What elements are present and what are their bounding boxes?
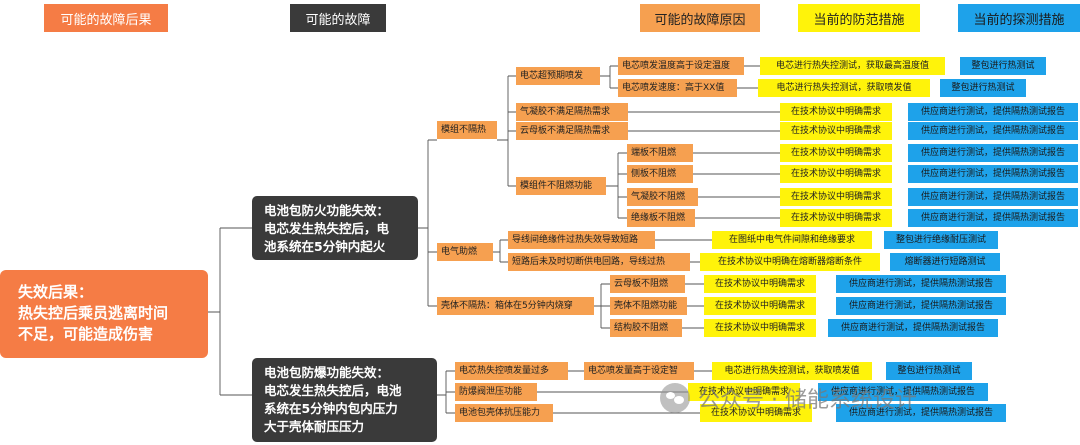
explosion-line-3: 系统在5分钟内包内压力 (264, 401, 398, 416)
root-line-3: 不足，可能造成伤害 (18, 325, 154, 343)
det-supplier-report-7: 供应商进行测试，提供隔热测试报告 (836, 275, 1006, 293)
cause-wire-short: 导线间绝缘件过热失效导致短路 (508, 231, 655, 249)
cause-aerogel-flame: 气凝胶不阻燃 (627, 188, 698, 206)
det-supplier-report-9: 供应商进行测试，提供隔热测试报告 (828, 319, 998, 337)
cause-housing-pressure: 电池包壳体抗压能力 (455, 404, 553, 422)
det-pack-insulation: 整包进行绝缘耐压测试 (884, 231, 998, 249)
det-fuse-test: 熔断器进行短路测试 (890, 253, 1000, 271)
mode-electrical-ignition: 电气助燃 (437, 243, 493, 261)
cause-short-not-cut: 短路后未及时切断供电回路，导线过热 (508, 253, 690, 271)
cause-cell-early-spray: 电芯超预期喷发 (516, 67, 600, 85)
prev-tech-agreement-6: 在技术协议中明确需求 (780, 209, 892, 227)
det-supplier-report-6: 供应商进行测试，提供隔热测试报告 (908, 209, 1078, 227)
det-supplier-report-1: 供应商进行测试，提供隔热测试报告 (908, 103, 1078, 121)
prev-temp-test: 电芯进行热失控测试，获取最高温度值 (760, 57, 945, 75)
cause-housing-flame: 壳体不阻燃功能 (610, 297, 687, 315)
mode-module-no-insulation: 模组不隔热 (437, 121, 497, 139)
prev-spray-speed-test: 电芯进行热失控测试，获取喷发值 (758, 79, 930, 97)
prev-tech-agreement-3: 在技术协议中明确需求 (780, 144, 892, 162)
prev-tech-agreement-9: 在技术协议中明确需求 (704, 319, 816, 337)
prev-tech-agreement-1: 在技术协议中明确需求 (780, 103, 892, 121)
root-line-1: 失效后果： (18, 283, 94, 301)
det-supplier-report-8: 供应商进行测试，提供隔热测试报告 (836, 297, 1006, 315)
explosion-line-2: 电芯发生热失控后，电池 (264, 383, 402, 398)
fire-failure-node: 电池包防火功能失效： 电芯发生热失控后，电 池系统在5分钟内起火 (252, 196, 418, 260)
header-detection: 当前的探测措施 (958, 4, 1080, 32)
cause-structural-glue: 结构胶不阻燃 (610, 319, 682, 337)
watermark: 公众号 · 储能系统设计 (660, 382, 917, 414)
prev-tech-agreement-7: 在技术协议中明确需求 (704, 275, 816, 293)
prev-tech-agreement-8: 在技术协议中明确需求 (704, 297, 816, 315)
fire-line-2: 电芯发生热失控后，电 (264, 221, 390, 236)
explosion-failure-node: 电池包防爆功能失效： 电芯发生热失控后，电池 系统在5分钟内包内压力 大于壳体耐… (252, 358, 437, 442)
det-supplier-report-5: 供应商进行测试，提供隔热测试报告 (908, 188, 1078, 206)
prev-tech-agreement-2: 在技术协议中明确需求 (780, 122, 892, 140)
explosion-line-4: 大于壳体耐压压力 (264, 419, 365, 434)
cause-mica-flame: 云母板不阻燃 (610, 275, 685, 293)
cause-cell-spray-volume: 电芯喷发量高于设定智 (584, 362, 694, 380)
prev-fuse-req: 在技术协议中明确在熔断器熔断条件 (700, 253, 880, 271)
prev-drawing-req: 在图纸中电气件间隙和绝缘要求 (712, 231, 872, 249)
det-supplier-report-10: 供应商进行测试，提供隔热测试报告 (818, 383, 988, 401)
det-supplier-report-2: 供应商进行测试，提供隔热测试报告 (908, 122, 1078, 140)
cause-side-plate: 侧板不阻燃 (627, 165, 693, 183)
prev-tech-agreement-10: 在技术协议中明确需求 (688, 383, 800, 401)
watermark-text: 公众号 · 储能系统设计 (698, 388, 917, 413)
fire-line-3: 池系统在5分钟内起火 (264, 239, 386, 254)
root-consequence-node: 失效后果： 热失控后乘员逃离时间 不足，可能造成伤害 (0, 270, 208, 358)
det-pack-thermal-1: 整包进行热测试 (960, 57, 1046, 75)
fire-line-1: 电池包防火功能失效： (264, 203, 390, 218)
header-prevention: 当前的防范措施 (798, 4, 920, 32)
cause-explosion-valve: 防爆阀泄压功能 (455, 383, 537, 401)
wechat-logo-icon (660, 383, 690, 413)
cause-cell-spray-temp: 电芯喷发温度高于设定温度 (618, 57, 744, 75)
cause-mica-insulation: 云母板不满足隔热需求 (516, 122, 628, 140)
mode-housing-no-insulation: 壳体不隔热：箱体在5分钟内烧穿 (437, 297, 594, 315)
det-pack-thermal-2: 整包进行热测试 (940, 79, 1026, 97)
det-supplier-report-3: 供应商进行测试，提供隔热测试报告 (908, 144, 1078, 162)
explosion-line-1: 电池包防爆功能失效： (264, 365, 390, 380)
cause-insulation-plate: 绝缘板不阻燃 (627, 209, 695, 227)
cause-end-plate: 端板不阻燃 (627, 144, 693, 162)
prev-tech-agreement-4: 在技术协议中明确需求 (780, 165, 892, 183)
root-line-2: 热失控后乘员逃离时间 (18, 304, 169, 322)
det-supplier-report-4: 供应商进行测试，提供隔热测试报告 (908, 165, 1078, 183)
cause-aerogel-insulation: 气凝胶不满足隔热需求 (516, 103, 628, 121)
det-supplier-report-11: 供应商进行测试，提供隔热测试报告 (836, 404, 1006, 422)
prev-tech-agreement-11: 在技术协议中明确需求 (700, 404, 812, 422)
header-cause: 可能的故障原因 (640, 4, 760, 32)
cause-cell-heat-release: 电芯热失控喷发量过多 (455, 362, 568, 380)
header-consequence: 可能的故障后果 (44, 4, 168, 32)
det-pack-thermal-3: 整包进行热测试 (886, 362, 972, 380)
cause-module-parts-flame: 模组件不阻燃功能 (516, 177, 606, 195)
prev-tech-agreement-5: 在技术协议中明确需求 (780, 188, 892, 206)
prev-spray-volume-test: 电芯进行热失控测试，获取喷发值 (712, 362, 872, 380)
cause-cell-spray-speed: 电芯喷发速度：高于XX值 (618, 79, 737, 97)
header-failure: 可能的故障 (290, 4, 386, 32)
